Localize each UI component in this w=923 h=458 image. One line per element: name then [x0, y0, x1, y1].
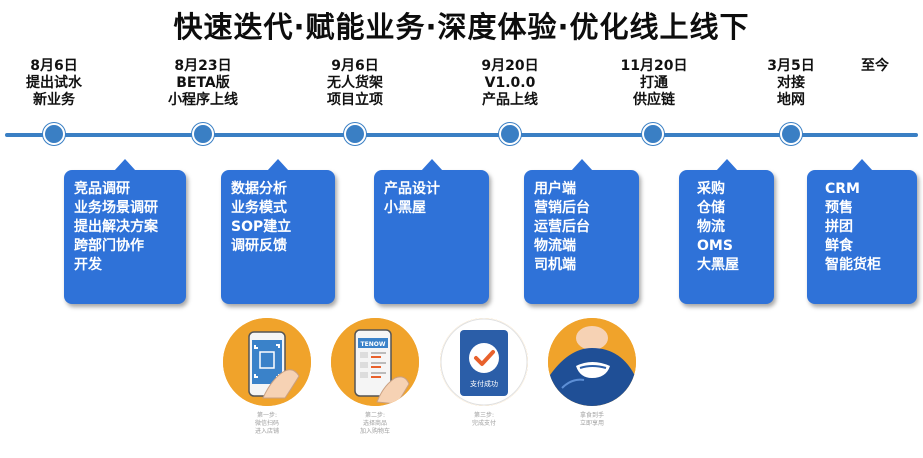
- card-item: SOP建立: [231, 218, 327, 237]
- shop-phone-icon: TENOW: [331, 318, 419, 406]
- milestone-date: 8月6日: [0, 58, 114, 75]
- phase-card-6: CRM 预售 拼团 鲜食 智能货柜: [807, 170, 917, 304]
- card-item: 调研反馈: [231, 237, 327, 256]
- caption-line: 进入店铺: [222, 428, 312, 436]
- phase-card-5: 采购 仓储 物流 OMS 大黑屋: [679, 170, 774, 304]
- card-item: 运营后台: [534, 218, 631, 237]
- milestone-line: 打通: [594, 75, 714, 92]
- phase-card-4: 用户端 营销后台 运营后台 物流端 司机端: [524, 170, 639, 304]
- milestone-date: 8月23日: [143, 58, 263, 75]
- card-item: 竞品调研: [74, 180, 178, 199]
- caption-line: 完成支付: [439, 420, 529, 428]
- card-item: CRM: [825, 180, 909, 199]
- milestone-line: 产品上线: [450, 92, 570, 109]
- card-item: 智能货柜: [825, 256, 909, 275]
- milestone-line: 对接: [731, 75, 851, 92]
- milestone-line: 无人货架: [295, 75, 415, 92]
- card-item: 开发: [74, 256, 178, 275]
- caption-line: 第三步:: [439, 412, 529, 420]
- page-title: 快速迭代·赋能业务·深度体验·优化线上线下: [0, 4, 923, 46]
- milestone-date: 至今: [815, 58, 923, 75]
- milestone-date: 9月6日: [295, 58, 415, 75]
- step-3-illustration: 支付成功: [440, 318, 528, 406]
- card-item: 小黑屋: [384, 199, 481, 218]
- milestone-line: 项目立项: [295, 92, 415, 109]
- caption-line: 第二步:: [330, 412, 420, 420]
- step-1-illustration: [223, 318, 311, 406]
- phase-card-1: 竞品调研 业务场景调研 提出解决方案 跨部门协作 开发: [64, 170, 186, 304]
- milestone-line: BETA版: [143, 75, 263, 92]
- timeline-dot: [344, 123, 366, 145]
- card-item: 大黑屋: [697, 256, 766, 275]
- card-item: 数据分析: [231, 180, 327, 199]
- caption-line: 选择商品: [330, 420, 420, 428]
- payment-status-text: 支付成功: [470, 379, 498, 388]
- eat-food-icon: [548, 318, 636, 406]
- phone-brand-text: TENOW: [361, 341, 386, 348]
- milestone-5: 11月20日 打通 供应链: [594, 58, 714, 109]
- milestone-4: 9月20日 V1.0.0 产品上线: [450, 58, 570, 109]
- card-item: 用户端: [534, 180, 631, 199]
- timeline-dot: [43, 123, 65, 145]
- card-item: 拼团: [825, 218, 909, 237]
- payment-success-icon: 支付成功: [440, 318, 528, 406]
- card-item: 预售: [825, 199, 909, 218]
- card-item: 司机端: [534, 256, 631, 275]
- card-item: 物流端: [534, 237, 631, 256]
- timeline-dot: [642, 123, 664, 145]
- card-item: 鲜食: [825, 237, 909, 256]
- scan-phone-icon: [223, 318, 311, 406]
- milestone-7: 至今: [815, 58, 923, 75]
- milestone-3: 9月6日 无人货架 项目立项: [295, 58, 415, 109]
- milestone-line: 提出试水: [0, 75, 114, 92]
- timeline-dot: [499, 123, 521, 145]
- step-2-caption: 第二步: 选择商品 加入购物车: [330, 412, 420, 436]
- caption-line: 第一步:: [222, 412, 312, 420]
- step-3-caption: 第三步: 完成支付: [439, 412, 529, 428]
- milestone-line: 地网: [731, 92, 851, 109]
- milestone-line: 供应链: [594, 92, 714, 109]
- phase-card-2: 数据分析 业务模式 SOP建立 调研反馈: [221, 170, 335, 304]
- card-item: 提出解决方案: [74, 218, 178, 237]
- phase-card-3: 产品设计 小黑屋: [374, 170, 489, 304]
- step-4-illustration: [548, 318, 636, 406]
- milestone-2: 8月23日 BETA版 小程序上线: [143, 58, 263, 109]
- milestone-date: 11月20日: [594, 58, 714, 75]
- timeline-dot: [192, 123, 214, 145]
- card-item: 仓储: [697, 199, 766, 218]
- card-item: 产品设计: [384, 180, 481, 199]
- card-item: 营销后台: [534, 199, 631, 218]
- step-4-caption: 拿食到手 立即享用: [547, 412, 637, 428]
- card-item: 业务场景调研: [74, 199, 178, 218]
- milestone-line: 新业务: [0, 92, 114, 109]
- caption-line: 微信扫码: [222, 420, 312, 428]
- caption-line: 加入购物车: [330, 428, 420, 436]
- step-2-illustration: TENOW: [331, 318, 419, 406]
- card-item: 物流: [697, 218, 766, 237]
- card-item: 采购: [697, 180, 766, 199]
- milestone-date: 9月20日: [450, 58, 570, 75]
- milestone-line: V1.0.0: [450, 75, 570, 92]
- step-1-caption: 第一步: 微信扫码 进入店铺: [222, 412, 312, 436]
- milestone-1: 8月6日 提出试水 新业务: [0, 58, 114, 109]
- timeline-dot: [780, 123, 802, 145]
- caption-line: 立即享用: [547, 420, 637, 428]
- caption-line: 拿食到手: [547, 412, 637, 420]
- card-item: 跨部门协作: [74, 237, 178, 256]
- card-item: OMS: [697, 237, 766, 256]
- card-item: 业务模式: [231, 199, 327, 218]
- milestone-line: 小程序上线: [143, 92, 263, 109]
